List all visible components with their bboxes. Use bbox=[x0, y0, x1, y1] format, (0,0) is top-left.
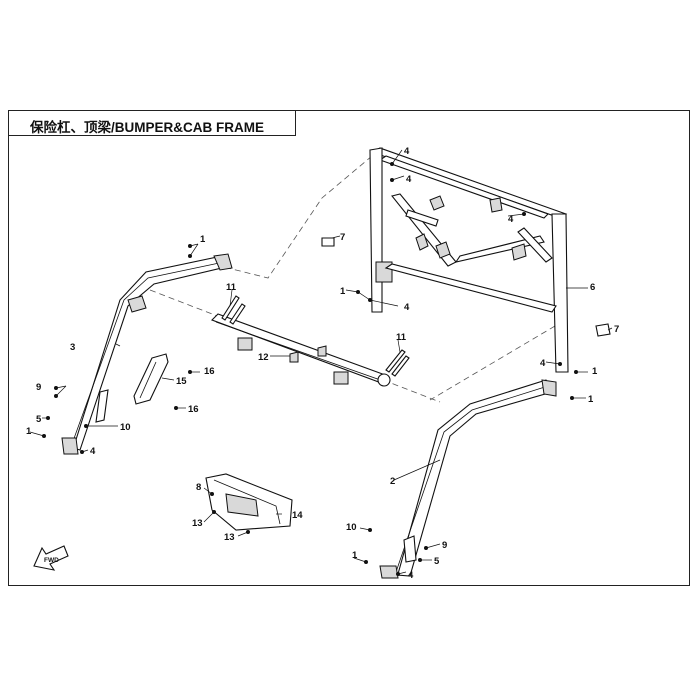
callout-4: 4 bbox=[404, 302, 410, 313]
callout-2: 2 bbox=[390, 476, 395, 487]
callout-4: 4 bbox=[404, 146, 410, 157]
fwd-arrow-icon: FWD bbox=[33, 545, 69, 571]
callout-16: 16 bbox=[204, 366, 215, 377]
roll-bar-left-part-3 bbox=[61, 253, 233, 455]
callout-4: 4 bbox=[406, 174, 412, 185]
skid-plate-part-14 bbox=[205, 473, 293, 531]
roll-bar-right-part-2 bbox=[379, 379, 557, 579]
callout-12: 12 bbox=[258, 352, 269, 363]
cab-frame-part-6 bbox=[369, 147, 569, 373]
bolts-part-11 bbox=[221, 295, 410, 377]
callout-3: 3 bbox=[70, 342, 75, 353]
callout-7: 7 bbox=[614, 324, 619, 335]
title-box bbox=[8, 110, 296, 136]
callout-11: 11 bbox=[226, 282, 237, 293]
grab-handle-part-15 bbox=[133, 353, 169, 405]
callout-1: 1 bbox=[340, 286, 346, 297]
callout-5: 5 bbox=[36, 414, 42, 425]
callout-15: 15 bbox=[176, 376, 187, 387]
callout-4: 4 bbox=[408, 570, 414, 581]
callout-1: 1 bbox=[588, 394, 594, 405]
callout-13: 13 bbox=[192, 518, 203, 529]
diagram-frame bbox=[8, 110, 690, 586]
callout-6: 6 bbox=[590, 282, 595, 293]
callout-7: 7 bbox=[340, 232, 345, 243]
callout-9: 9 bbox=[442, 540, 447, 551]
fwd-label: FWD bbox=[44, 557, 59, 564]
callout-11: 11 bbox=[396, 332, 407, 343]
callout-8: 8 bbox=[196, 482, 201, 493]
callout-4: 4 bbox=[90, 446, 96, 457]
cap-part-7 bbox=[321, 237, 611, 337]
callout-4: 4 bbox=[540, 358, 546, 369]
callout-10: 10 bbox=[346, 522, 357, 533]
callout-10: 10 bbox=[120, 422, 131, 433]
callout-labels: 1 1 1 1 1 1 2 3 4 4 4 4 4 4 4 5 5 6 7 7 … bbox=[26, 146, 619, 581]
callout-14: 14 bbox=[292, 510, 303, 521]
leader-lines bbox=[29, 149, 613, 575]
callout-1: 1 bbox=[200, 234, 206, 245]
callout-4: 4 bbox=[508, 214, 514, 225]
fasteners bbox=[42, 162, 578, 576]
callout-1: 1 bbox=[26, 426, 32, 437]
callout-5: 5 bbox=[434, 556, 440, 567]
diagram-title: 保险杠、顶梁/BUMPER&CAB FRAME bbox=[30, 120, 264, 135]
callout-13: 13 bbox=[224, 532, 235, 543]
cross-bar-part-12 bbox=[211, 313, 391, 387]
callout-1: 1 bbox=[592, 366, 598, 377]
callout-9: 9 bbox=[36, 382, 41, 393]
callout-16: 16 bbox=[188, 404, 199, 415]
callout-1: 1 bbox=[352, 550, 358, 561]
